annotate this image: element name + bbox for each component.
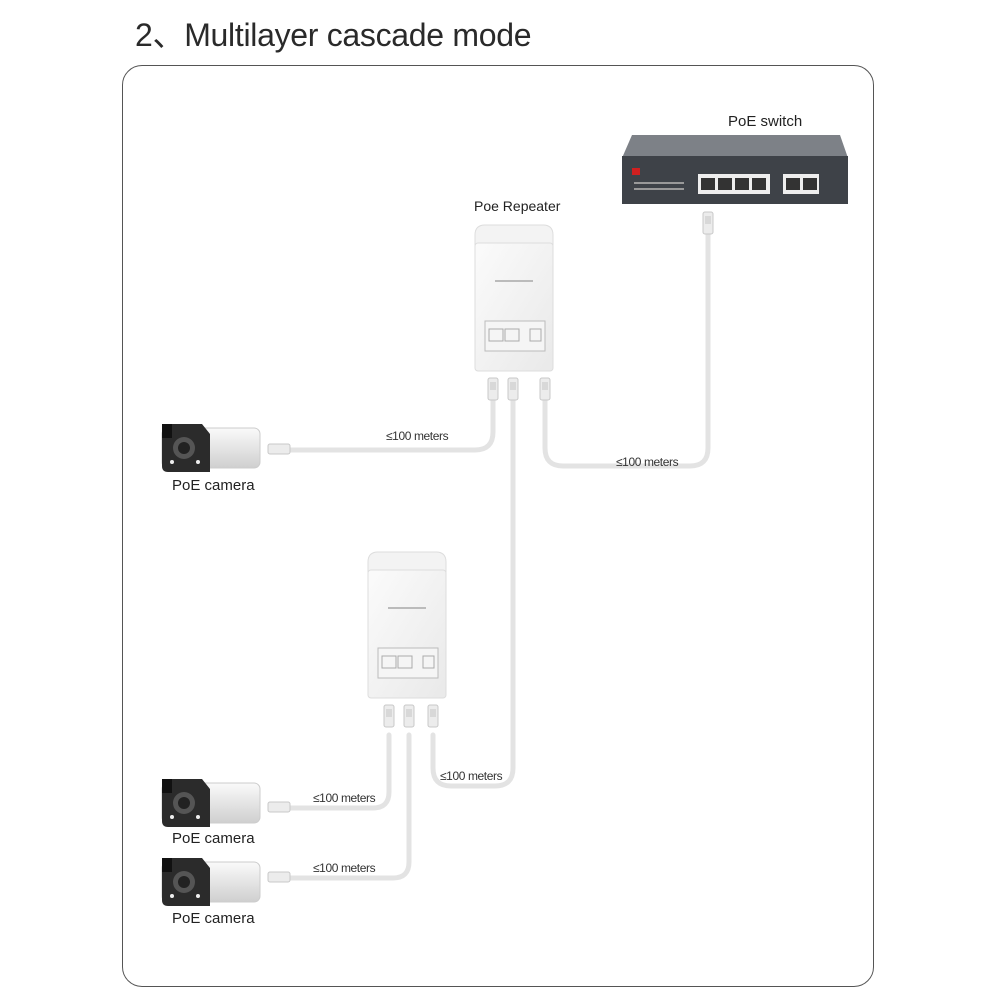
poe-camera-3 [161,857,261,907]
page-title: 2、Multilayer cascade mode [135,17,532,53]
distance-label-camera1: ≤100 meters [386,429,449,443]
diagram-frame [122,65,874,987]
distance-label-repeater2: ≤100 meters [440,769,503,783]
switch-plug [702,211,714,235]
camera-label-3: PoE camera [172,910,255,927]
poe-camera-1 [161,423,261,473]
camera-label-1: PoE camera [172,477,255,494]
distance-label-camera3: ≤100 meters [313,861,376,875]
switch-label: PoE switch [728,113,803,130]
poe-repeater-1 [474,224,554,372]
cable-repeater2-to-camera3 [287,732,412,881]
distance-label-switch: ≤100 meters [616,455,679,469]
cable-repeater1-to-repeater2 [430,397,516,789]
poe-camera-2 [161,778,261,828]
cable-switch-to-repeater1 [542,225,711,469]
camera-label-2: PoE camera [172,830,255,847]
repeater-label: Poe Repeater [474,198,561,214]
distance-label-camera2: ≤100 meters [313,791,376,805]
cable-repeater1-to-camera1 [287,397,496,453]
poe-switch [622,135,848,204]
poe-repeater-2 [367,551,447,699]
cable-repeater2-to-camera2 [287,732,392,811]
